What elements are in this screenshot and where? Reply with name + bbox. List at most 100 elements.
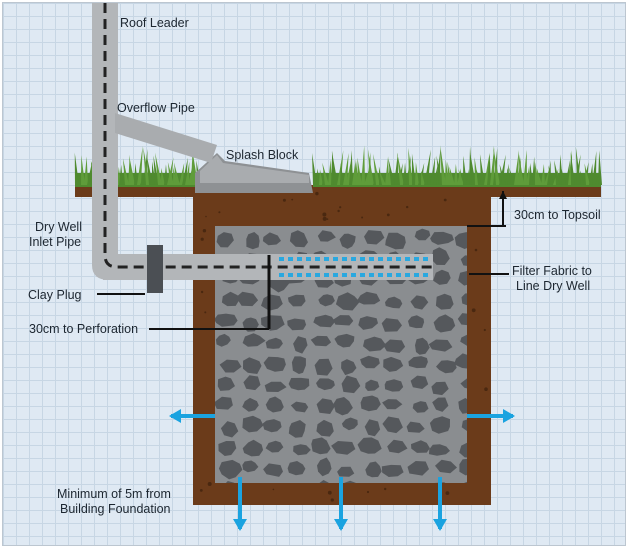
- gravel-stone: [385, 296, 403, 309]
- soil-speck: [200, 290, 204, 294]
- grass-blade: [436, 155, 443, 185]
- grass-blade: [349, 150, 353, 185]
- soil-speck: [337, 209, 340, 213]
- grass-blade: [514, 149, 520, 185]
- gravel-stone: [317, 230, 336, 242]
- gravel-stone: [363, 336, 387, 352]
- gravel-stone: [387, 439, 408, 454]
- gravel-stone: [356, 291, 381, 305]
- gravel-stone: [461, 293, 467, 306]
- grass-blade: [570, 151, 575, 185]
- grass-blade: [161, 167, 165, 185]
- soil-speck: [327, 490, 332, 495]
- gravel-stone: [243, 375, 261, 391]
- gravel-stone: [265, 440, 284, 453]
- gravel-stone: [291, 356, 306, 374]
- grass-blade: [454, 163, 458, 185]
- gravel-stone: [314, 358, 333, 376]
- label-inlet-pipe-2: Inlet Pipe: [29, 235, 82, 249]
- grass-blade: [134, 163, 138, 185]
- soil-speck: [326, 218, 329, 221]
- grass-blade: [449, 166, 455, 185]
- gravel-stone: [310, 335, 332, 347]
- soil-speck: [443, 198, 447, 202]
- gravel-stone: [261, 315, 285, 331]
- soil-speck: [483, 328, 486, 332]
- grass-blade: [153, 155, 159, 185]
- grass-blade: [509, 167, 515, 185]
- diagram-artwork: [74, 3, 602, 531]
- gravel-stone: [218, 459, 243, 480]
- gravel-stone: [429, 444, 450, 456]
- grass-blade: [598, 150, 602, 185]
- label-roof-leader: Roof Leader: [120, 16, 189, 30]
- gravel-stone: [431, 247, 450, 265]
- gravel-stone: [358, 316, 378, 330]
- grass-blade: [440, 145, 446, 185]
- arrow-icon: [467, 409, 515, 423]
- gravel-stone: [460, 255, 467, 266]
- gravel-stone: [265, 337, 283, 349]
- gravel-stone: [460, 334, 467, 346]
- grass-blade: [312, 152, 317, 185]
- gravel-stone: [364, 230, 385, 245]
- arrow-icon: [233, 477, 247, 531]
- soil-speck: [199, 489, 203, 492]
- soil-speck: [315, 191, 319, 196]
- grass-blade: [560, 166, 566, 185]
- grass-blade: [119, 164, 123, 185]
- grass-blade: [470, 154, 476, 185]
- grass-blade: [164, 164, 168, 185]
- gravel-stone: [293, 336, 308, 354]
- gravel-stone: [334, 333, 355, 348]
- gravel-stone: [365, 379, 380, 391]
- gravel-stone: [319, 480, 329, 483]
- grass-blade: [554, 160, 560, 185]
- gravel-stone: [242, 460, 259, 473]
- gravel-stone: [428, 339, 453, 352]
- gravel-stone: [262, 232, 281, 246]
- grass-blade: [526, 165, 530, 185]
- gravel-stone: [313, 314, 336, 328]
- grass-blade: [574, 154, 581, 185]
- grass-blade: [155, 152, 162, 185]
- soil-speck: [322, 212, 327, 217]
- soil-speck: [366, 490, 370, 494]
- grass-blade: [357, 157, 362, 185]
- gravel-stone: [287, 294, 306, 307]
- grass-blade: [174, 162, 180, 185]
- gravel-stone: [383, 356, 404, 372]
- gravel-stone: [225, 481, 235, 483]
- grass-blade: [167, 161, 174, 185]
- gravel-stone: [343, 480, 357, 483]
- grass-blade: [331, 151, 338, 185]
- label-clay-plug: Clay Plug: [28, 288, 82, 302]
- grass-blade: [499, 154, 506, 185]
- soil-speck: [205, 215, 207, 218]
- grass-blade: [316, 168, 320, 185]
- soil-speck: [207, 482, 212, 486]
- soil-speck: [202, 229, 207, 233]
- grass-blade: [128, 154, 135, 185]
- grass-blade: [84, 156, 88, 185]
- gravel-stone: [459, 442, 467, 458]
- grass-blade: [319, 169, 323, 185]
- soil-speck: [339, 206, 342, 209]
- arrow-icon: [169, 409, 215, 423]
- soil-speck: [291, 198, 294, 201]
- gravel-stone: [215, 313, 238, 327]
- grass-blade: [493, 145, 500, 185]
- outflow-arrows: [169, 409, 515, 531]
- gravel-stone: [410, 295, 429, 310]
- gravel-stone: [288, 420, 306, 438]
- soil-speck: [445, 491, 450, 495]
- gravel-stone: [221, 291, 240, 307]
- gravel-stone: [236, 291, 259, 307]
- grass-blade: [518, 151, 524, 185]
- label-foundation-2: Building Foundation: [60, 502, 171, 516]
- gravel-stone: [360, 395, 381, 412]
- gravel-stone: [341, 375, 361, 394]
- soil-speck: [218, 211, 221, 214]
- gravel-stone: [287, 318, 307, 331]
- label-filter-fabric-2: Line Dry Well: [516, 279, 591, 293]
